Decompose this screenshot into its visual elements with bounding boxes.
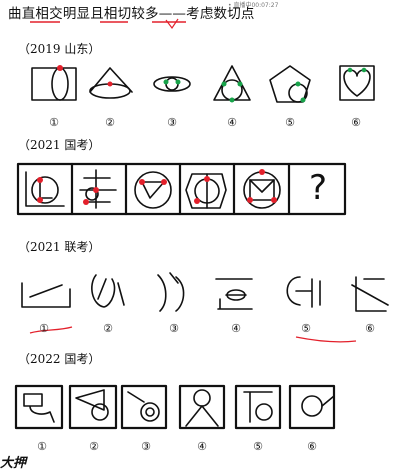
figure-number-2: ② <box>103 322 113 335</box>
figure-2-box <box>68 384 118 430</box>
figure-row-2021-liankao <box>21 272 389 343</box>
figure-1-glyph <box>21 282 71 308</box>
cell-1-figure <box>25 171 65 207</box>
figure-number-3: ③ <box>167 116 177 129</box>
figure-3-glyph <box>157 272 185 312</box>
cell-5-figure <box>243 169 281 209</box>
figure-number-5: ⑤ <box>253 440 263 453</box>
figure-number-3: ③ <box>169 322 179 335</box>
cell-3-figure <box>134 171 172 209</box>
figure-row-2019-shandong <box>31 65 375 103</box>
section-label-2019-shandong: （2019 山东） <box>18 42 101 56</box>
figure-number-1: ① <box>39 322 49 335</box>
figure-number-6: ⑥ <box>351 116 361 129</box>
figure-number-2: ② <box>89 440 99 453</box>
figure-number-6: ⑥ <box>307 440 317 453</box>
figure-number-5: ⑤ <box>301 322 311 335</box>
figure-4-glyph <box>215 278 253 310</box>
figure-number-5: ⑤ <box>285 116 295 129</box>
section-label-2022-guokao: （2022 国考） <box>18 352 101 366</box>
figure-number-4: ④ <box>197 440 207 453</box>
title-part-2: 相交 <box>35 6 63 22</box>
figure-number-6: ⑥ <box>365 322 375 335</box>
figure-number-1: ① <box>49 116 59 129</box>
figure-row-2022-guokao <box>14 384 336 430</box>
figure-4-triangle-circle <box>213 65 251 103</box>
figure-5-box <box>234 384 282 430</box>
section-label-2021-liankao: （2021 联考） <box>18 240 101 254</box>
figure-3-box <box>120 384 168 430</box>
watermark-text: 大押 <box>0 456 27 471</box>
question-mark: ? <box>308 168 328 208</box>
figure-number-1: ① <box>37 440 47 453</box>
title-annotations <box>30 18 186 30</box>
figure-4-box <box>178 384 226 430</box>
page-title: 曲直相交明显且相切较多——考虑数切点 <box>8 2 255 22</box>
title-part-6: ——考虑数切点 <box>158 6 255 22</box>
figure-2-glyph <box>91 274 125 308</box>
section-label-2021-guokao: （2021 国考） <box>18 138 101 152</box>
figure-5-glyph <box>286 276 321 308</box>
figure-1-rect-ellipse <box>31 65 77 101</box>
title-part-4: 相切 <box>103 6 132 22</box>
title-part-5: 较多 <box>131 6 159 22</box>
figure-3-eye <box>153 76 191 92</box>
figure-row-2021-guokao <box>16 162 347 216</box>
figure-6-glyph <box>351 276 389 312</box>
figure-5-pentagon-circle <box>269 65 311 103</box>
figure-6-box <box>288 384 336 430</box>
top-bar-status: • 直播中00:07:27 <box>228 2 279 9</box>
figure-6-square-heart <box>339 65 375 101</box>
figure-2-cone <box>89 67 133 99</box>
figure-number-4: ④ <box>227 116 237 129</box>
cell-4-figure <box>185 173 227 209</box>
figure-number-3: ③ <box>141 440 151 453</box>
figure-number-4: ④ <box>231 322 241 335</box>
figure-1-box <box>14 384 64 430</box>
figure-number-2: ② <box>105 116 115 129</box>
title-part-1: 曲直 <box>8 6 36 22</box>
cell-2-figure <box>79 169 117 209</box>
title-part-3: 明显且 <box>62 6 104 22</box>
